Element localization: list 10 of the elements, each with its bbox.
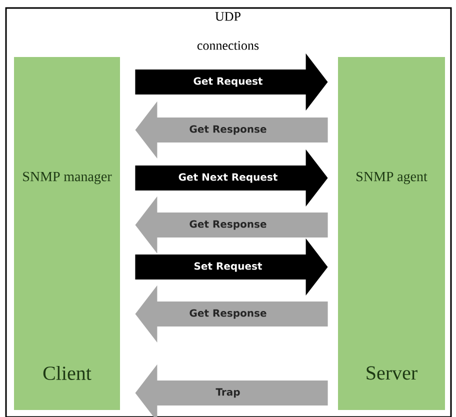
edge-label: Trap [216,388,240,398]
edge-label: Set Request [194,262,262,272]
edge-label: Get Response [190,220,266,230]
client-bar: SNMP manager Client [14,57,120,410]
edge-label: Get Response [190,309,266,319]
edge-label: Get Request [194,77,263,87]
edge-label: Get Next Request [178,173,278,183]
server-bar: SNMP agent Server [338,57,445,410]
edge-label: Get Response [190,125,266,135]
connection-label: UDP connections [197,12,259,50]
